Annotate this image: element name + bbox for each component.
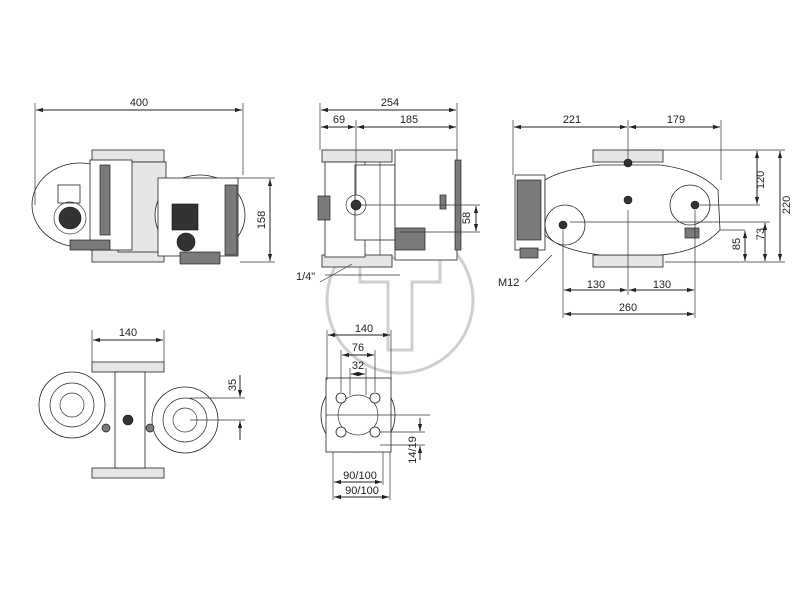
dim-flange-pcd2: 90/100 bbox=[345, 485, 379, 497]
dim-right-73: 73 bbox=[755, 228, 767, 240]
dim-flange-76: 76 bbox=[352, 342, 364, 354]
side-view-dimensions: 254 69 185 58 1/4" bbox=[296, 97, 480, 283]
side-view bbox=[317, 149, 462, 276]
top-view-dimensions: 140 35 bbox=[91, 327, 245, 440]
dim-bolt: M12 bbox=[498, 277, 519, 289]
dim-right-220: 220 bbox=[781, 196, 793, 214]
right-view-dimensions: 221 179 120 220 73 85 M12 130 130 260 bbox=[498, 114, 793, 318]
dim-flange-140: 140 bbox=[355, 323, 373, 335]
dim-thread: 1/4" bbox=[296, 271, 315, 283]
right-view bbox=[514, 149, 721, 268]
front-view bbox=[31, 149, 246, 265]
dim-right-260: 260 bbox=[619, 302, 637, 314]
dim-front-height: 158 bbox=[256, 211, 268, 229]
front-view-dimensions: 400 158 bbox=[34, 97, 275, 263]
dim-flange-hole: 14/19 bbox=[407, 436, 419, 464]
dim-side-height: 58 bbox=[461, 212, 473, 224]
top-view bbox=[38, 361, 219, 479]
dim-flange-pcd1: 90/100 bbox=[343, 470, 377, 482]
dim-right-120: 120 bbox=[755, 171, 767, 189]
dim-flange-32: 32 bbox=[352, 360, 364, 372]
dim-right-right: 179 bbox=[667, 114, 685, 126]
dim-side-left: 69 bbox=[333, 114, 345, 126]
dim-side-total: 254 bbox=[381, 97, 399, 109]
dim-right-130b: 130 bbox=[653, 279, 671, 291]
dim-top-offset: 35 bbox=[227, 379, 239, 391]
dim-side-right: 185 bbox=[400, 114, 418, 126]
dim-top-width: 140 bbox=[119, 327, 137, 339]
dim-right-85: 85 bbox=[731, 238, 743, 250]
dim-right-130a: 130 bbox=[587, 279, 605, 291]
dim-front-width: 400 bbox=[130, 97, 148, 109]
flange-view-dimensions: 140 76 32 14/19 90/100 90/100 bbox=[326, 323, 425, 500]
dim-right-left: 221 bbox=[563, 114, 581, 126]
flange-view bbox=[320, 377, 430, 453]
